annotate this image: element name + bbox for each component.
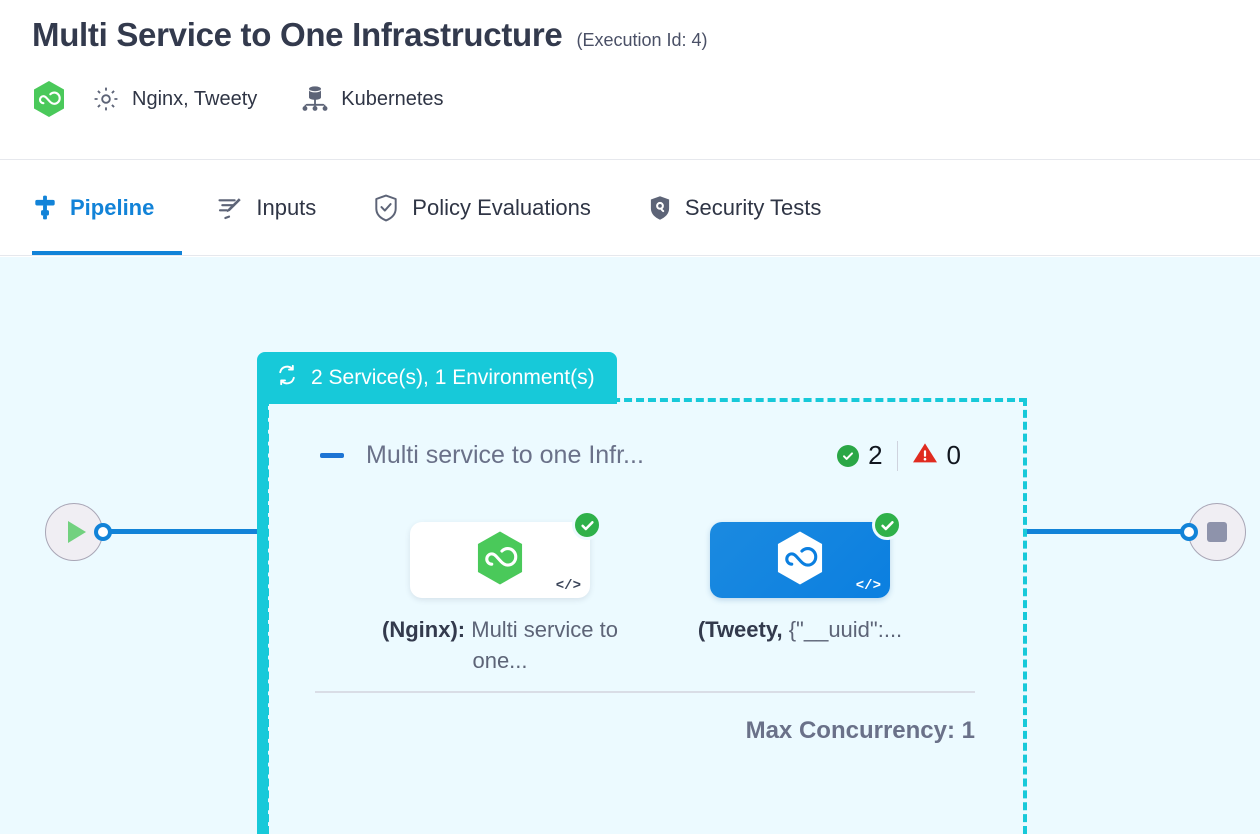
warning-count: 0 xyxy=(946,440,961,470)
tab-security-tests[interactable]: Security Tests xyxy=(647,160,844,255)
status-counts: 2 0 xyxy=(823,440,975,471)
tab-pipeline-label: Pipeline xyxy=(70,194,155,220)
check-circle-icon xyxy=(872,510,902,540)
code-glyph-icon: </> xyxy=(855,578,881,594)
nginx-node-label: (Nginx): Multi service to one... xyxy=(380,614,620,676)
services-label: Nginx, Tweety xyxy=(132,87,258,110)
nginx-node-label-rest: Multi service to one... xyxy=(465,617,618,674)
warning-triangle-icon xyxy=(912,441,938,470)
max-concurrency-label: Max Concurrency: 1 xyxy=(745,717,975,744)
title-row: Multi Service to One Infrastructure (Exe… xyxy=(32,16,1228,54)
header-meta-row: Nginx, Tweety Kubernetes xyxy=(32,80,1228,118)
loop-group-header-label: 2 Service(s), 1 Environment(s) xyxy=(311,366,595,389)
check-circle-icon xyxy=(837,444,860,467)
tweety-service-node[interactable]: </> xyxy=(710,510,902,598)
kubernetes-icon xyxy=(301,84,329,114)
tweety-node-label: (Tweety, {"__uuid":... xyxy=(680,614,920,645)
loop-group-container[interactable] xyxy=(265,398,1027,834)
execution-id: (Execution Id: 4) xyxy=(576,30,708,50)
loop-group-header[interactable]: 2 Service(s), 1 Environment(s) xyxy=(257,352,617,404)
tab-policy-evaluations[interactable]: Policy Evaluations xyxy=(372,160,613,255)
tab-inputs-label: Inputs xyxy=(256,194,317,220)
loop-group-title: Multi service to one Infr... xyxy=(366,441,644,469)
nginx-node-label-strong: (Nginx): xyxy=(382,617,466,642)
tab-bar: Pipeline Inputs Policy Evaluations xyxy=(0,160,1260,256)
tweety-node-label-strong: (Tweety, xyxy=(697,617,783,642)
minus-icon[interactable] xyxy=(320,453,344,458)
tab-policy-evaluations-label: Policy Evaluations xyxy=(412,194,591,220)
tweety-node-label-rest: {"__uuid":... xyxy=(782,617,903,642)
connector-line-start xyxy=(110,529,265,534)
play-icon xyxy=(68,521,86,543)
tab-pipeline[interactable]: Pipeline xyxy=(32,160,183,255)
nginx-service-node[interactable]: </> xyxy=(410,510,602,598)
connector-line-end xyxy=(1025,529,1185,534)
gear-icon xyxy=(92,85,120,113)
tab-security-tests-label: Security Tests xyxy=(684,194,822,220)
stop-icon xyxy=(1207,522,1227,542)
counts-divider xyxy=(896,440,898,471)
check-circle-icon xyxy=(572,510,602,540)
end-connector-dot[interactable] xyxy=(1180,523,1198,541)
infrastructure-label: Kubernetes xyxy=(341,87,444,110)
code-glyph-icon: </> xyxy=(555,578,581,594)
success-count-group: 2 xyxy=(823,440,896,471)
pipeline-canvas[interactable]: 2 Service(s), 1 Environment(s) Multi ser… xyxy=(0,257,1260,834)
success-count: 2 xyxy=(868,440,883,470)
group-left-accent-bar xyxy=(257,397,268,834)
loop-group-collapse-row: Multi service to one Infr... 2 xyxy=(320,440,975,471)
loop-footer-divider xyxy=(315,691,975,693)
warning-count-group: 0 xyxy=(898,440,975,471)
page-header: Multi Service to One Infrastructure (Exe… xyxy=(0,0,1260,160)
shield-check-icon xyxy=(372,193,400,223)
hexagon-infinity-icon xyxy=(32,80,66,118)
start-connector-dot[interactable] xyxy=(94,523,112,541)
tab-inputs[interactable]: Inputs xyxy=(216,160,338,255)
pipeline-icon xyxy=(32,194,58,222)
shield-search-icon xyxy=(647,193,673,223)
pencil-edit-icon xyxy=(216,194,244,222)
hexagon-infinity-icon xyxy=(475,530,525,591)
hexagon-infinity-icon xyxy=(775,530,825,591)
loop-repeat-icon xyxy=(275,363,299,393)
page-title: Multi Service to One Infrastructure xyxy=(32,16,563,53)
